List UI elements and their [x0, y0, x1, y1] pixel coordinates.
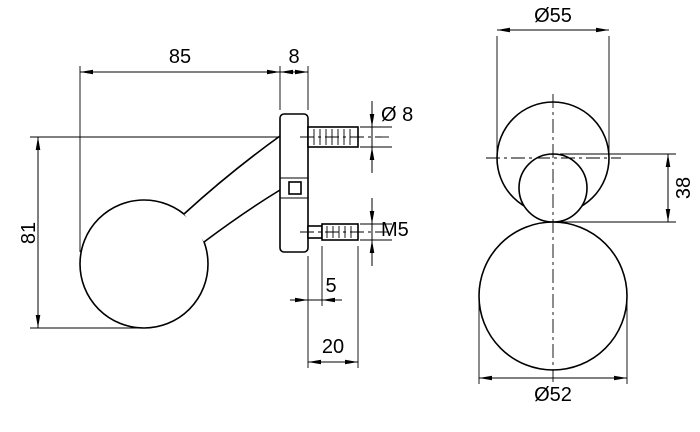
dimension-8: 8 [280, 46, 309, 110]
dimension-dia55: Ø55 [496, 5, 610, 152]
dim-label-dia55: Ø55 [534, 5, 572, 27]
neck-top-edge [183, 135, 281, 215]
dim-label-8: 8 [288, 46, 299, 68]
knob-sphere-outline [79, 199, 209, 329]
dimension-85: 85 [79, 46, 281, 252]
front-view: Ø55 38 Ø52 [478, 5, 695, 406]
dim-label-5: 5 [325, 275, 336, 297]
neck-fill [184, 136, 280, 242]
dim-label-dia52: Ø52 [534, 384, 572, 406]
side-view: 85 8 81 Ø 8 [18, 46, 413, 368]
dim-label-20: 20 [322, 336, 344, 358]
dim-label-dia8: Ø 8 [381, 104, 413, 126]
dimension-dia52: Ø52 [478, 302, 628, 406]
mounting-plate [279, 113, 309, 253]
set-screw-detail [288, 181, 302, 195]
dimension-38: 38 [560, 153, 695, 223]
dimension-20: 20 [307, 246, 359, 368]
dimension-dia8: Ø 8 [360, 101, 413, 173]
neck-bottom-edge [203, 189, 281, 243]
dimension-m5: M5 [360, 198, 409, 266]
dim-label-m5: M5 [381, 219, 409, 241]
dim-label-85: 85 [169, 46, 191, 68]
dimension-81: 81 [18, 136, 278, 329]
dim-label-38: 38 [673, 177, 695, 199]
dimension-5: 5 [290, 246, 342, 306]
dim-label-81: 81 [18, 222, 40, 244]
